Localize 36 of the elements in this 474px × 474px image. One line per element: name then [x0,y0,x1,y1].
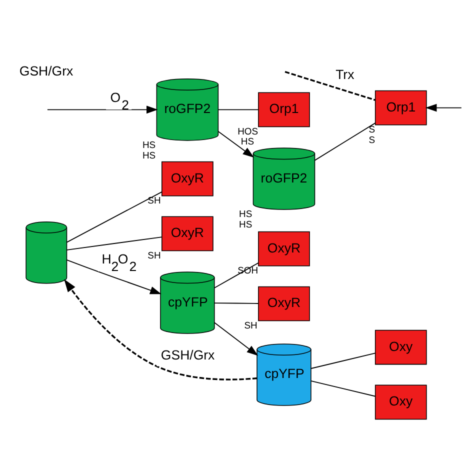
connector [310,352,376,369]
node-label: HOS [238,126,258,138]
connector [310,380,376,397]
edge-label: GSH/Grx [160,347,215,362]
arrow [214,322,258,356]
connector [66,236,162,250]
node-box: Oxy [374,384,427,420]
arrow [425,104,462,112]
edge-label: Trx [336,67,354,82]
label: GSH/Grx [19,63,74,78]
connector [314,122,376,161]
arrow [46,106,158,114]
connector [66,191,162,243]
node-label: HS [239,209,252,220]
node-label: SH [244,320,258,332]
node-box: OxyR [162,161,214,196]
connector [284,71,376,101]
node-label: S [368,134,376,146]
node-box: Orp1 [374,90,427,126]
node-box: Orp1 [258,92,310,128]
node-box: Oxy [374,330,427,365]
node-label: S [368,124,376,136]
node-label: HS [239,220,252,231]
node-box: OxyR [162,216,214,252]
connector [218,109,259,110]
arrow [66,260,162,294]
arrow [218,131,254,158]
node-label: HS [142,150,156,162]
node-label: SH [148,195,161,206]
node-label: SH [148,250,161,262]
node-label: HS [240,136,254,148]
node-box: OxyR [258,286,310,322]
arrow [64,279,258,380]
node-label: HS [142,140,156,152]
connector [214,302,259,304]
node-box: OxyR [258,231,310,266]
